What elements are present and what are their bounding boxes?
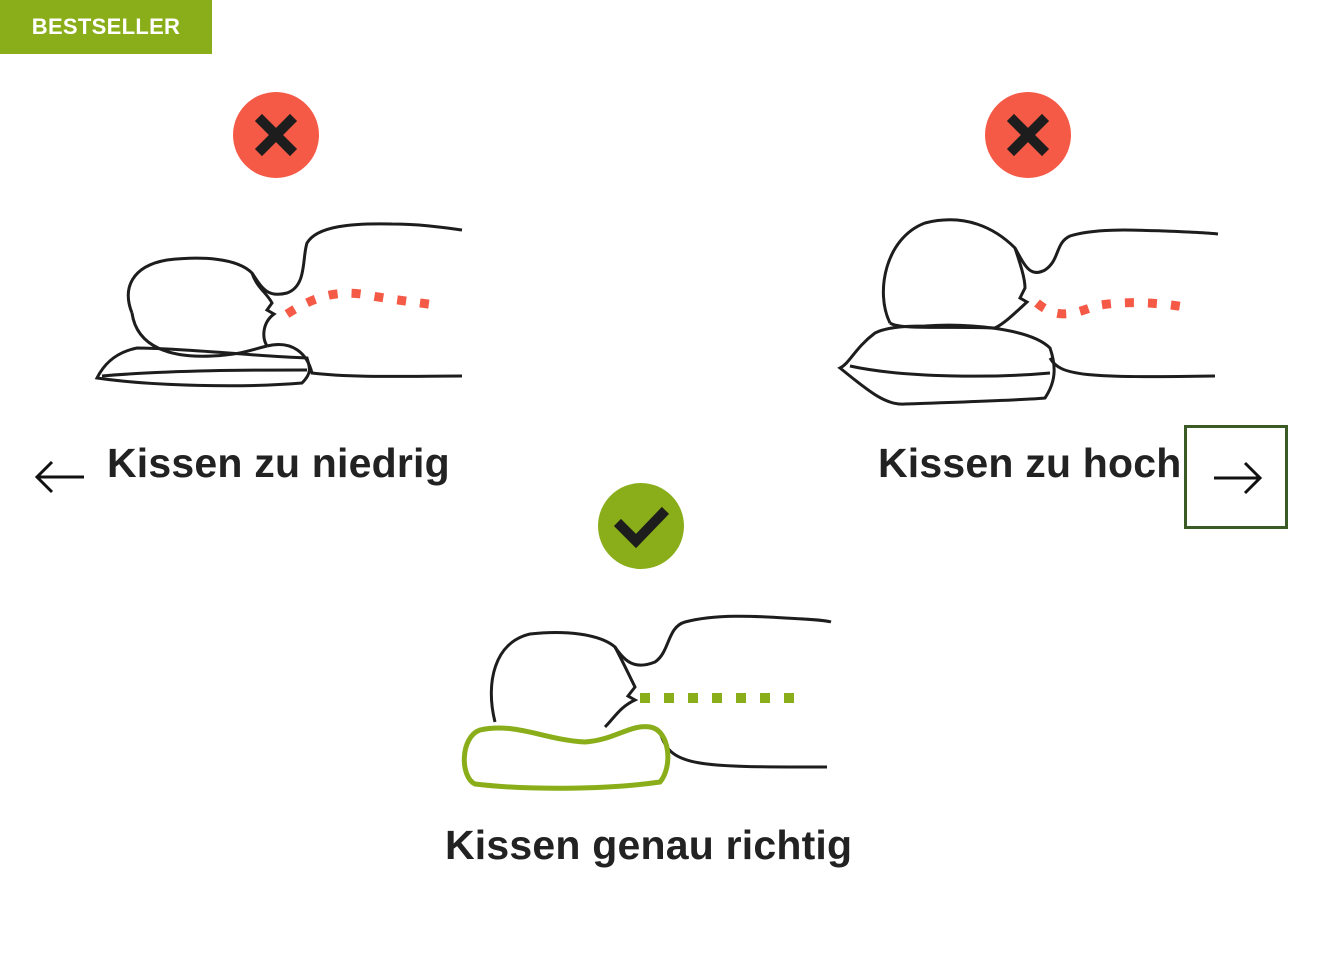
next-slide-button[interactable] bbox=[1184, 425, 1288, 529]
x-icon bbox=[1006, 113, 1050, 157]
caption-just-right: Kissen genau richtig bbox=[445, 822, 853, 868]
illustration-too-low bbox=[94, 222, 464, 388]
arrow-left-icon bbox=[34, 460, 84, 494]
caption-too-low: Kissen zu niedrig bbox=[107, 440, 450, 486]
caption-too-high: Kissen zu hoch bbox=[878, 440, 1182, 486]
x-icon bbox=[254, 113, 298, 157]
illustration-just-right bbox=[461, 614, 832, 791]
bestseller-badge: BESTSELLER bbox=[0, 0, 212, 54]
check-icon bbox=[613, 506, 670, 549]
illustration-too-high bbox=[837, 218, 1219, 406]
previous-slide-button[interactable] bbox=[30, 452, 90, 502]
arrow-right-icon bbox=[1214, 461, 1263, 495]
